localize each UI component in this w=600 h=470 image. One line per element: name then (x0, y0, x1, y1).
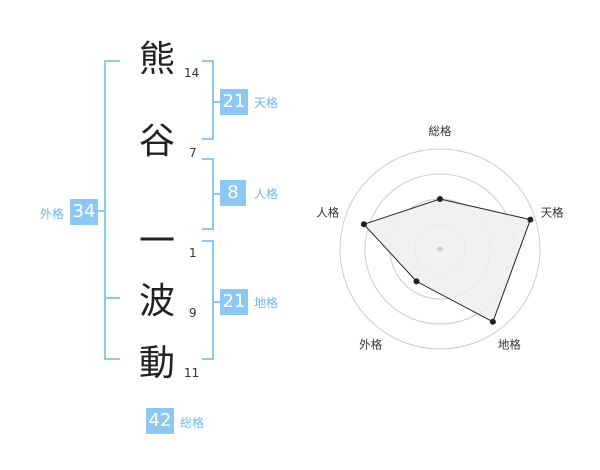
name-char-2: 谷 (138, 121, 175, 162)
chikaku-bracket-top (202, 240, 214, 242)
chikaku-connector (212, 301, 222, 303)
jinkaku-label: 人格 (254, 187, 279, 201)
stroke-count-2: 7 (189, 146, 197, 160)
stroke-count-4: 9 (189, 306, 197, 320)
tenkaku-connector (212, 101, 222, 103)
radar-axis-label-2: 地格 (498, 338, 521, 352)
chikaku-bracket-bottom (202, 358, 214, 360)
radar-series-polygon (363, 198, 532, 323)
radar-point-1 (527, 216, 534, 223)
chikaku-bracket-vertical (212, 240, 214, 360)
name-char-1: 熊 (138, 39, 175, 80)
radar-point-3 (413, 278, 420, 285)
soukaku-label: 総格 (180, 416, 205, 430)
radar-axis-label-0: 総格 (429, 124, 452, 138)
tenkaku-value: 21 (220, 89, 248, 115)
radar-point-4 (360, 221, 367, 228)
radar-point-0 (437, 196, 443, 202)
gaikaku-bracket-bottom (104, 358, 120, 360)
soukaku-value: 42 (146, 408, 174, 434)
chikaku-value: 21 (220, 289, 248, 315)
stroke-count-3: 1 (189, 246, 197, 260)
stroke-count-1: 14 (184, 66, 200, 80)
gaikaku-label: 外格 (40, 207, 65, 221)
jinkaku-value: 8 (220, 180, 246, 206)
gaikaku-bracket-top (104, 60, 120, 62)
tenkaku-bracket-vertical (212, 60, 214, 140)
radar-center-dot (437, 246, 443, 252)
gaikaku-connector (96, 210, 106, 212)
name-char-5: 動 (138, 343, 175, 384)
jinkaku-bracket-bottom (202, 228, 214, 230)
radar-axis-label-1: 天格 (541, 206, 564, 220)
tenkaku-bracket-bottom (202, 138, 214, 140)
tenkaku-label: 天格 (254, 96, 279, 110)
stroke-count-5: 11 (184, 366, 200, 380)
tenkaku-bracket-top (202, 60, 214, 62)
chikaku-label: 地格 (254, 296, 279, 310)
jinkaku-connector (212, 193, 222, 195)
jinkaku-bracket-top (202, 158, 214, 160)
radar-axis-label-4: 人格 (316, 206, 339, 220)
gaikaku-value: 34 (70, 199, 98, 225)
radar-ring-4 (339, 148, 541, 350)
radar-axis-label-3: 外格 (359, 338, 382, 352)
name-char-4: 波 (138, 281, 175, 322)
gaikaku-bracket-mid (104, 297, 120, 299)
radar-point-2 (489, 318, 496, 325)
name-char-3: 一 (138, 221, 175, 262)
